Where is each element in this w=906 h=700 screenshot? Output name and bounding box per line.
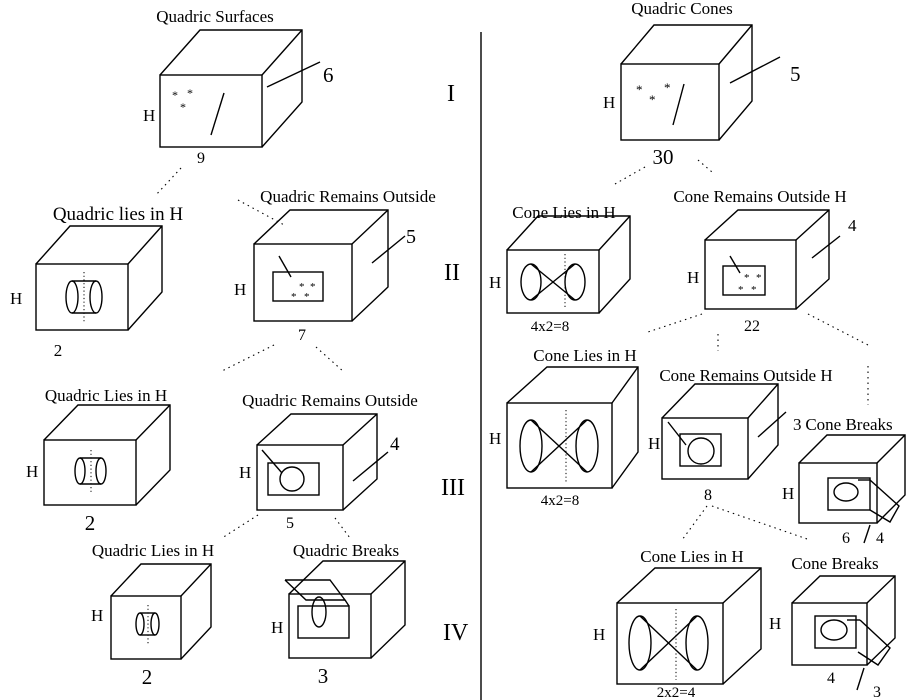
left-l2-outside-label: Quadric Remains Outside (260, 187, 436, 206)
right-l4-lies-label: Cone Lies in H (640, 547, 743, 566)
connector (681, 505, 708, 541)
right-l3-breaks-cube: H 6 4 (782, 434, 906, 547)
svg-text:30: 30 (653, 145, 674, 169)
svg-text:3: 3 (793, 415, 802, 434)
svg-text:7: 7 (298, 327, 306, 344)
svg-text:*: * (756, 272, 762, 284)
right-l2-lies-cube: H 4x2=8 (489, 215, 631, 335)
svg-text:*: * (291, 291, 297, 303)
left-l3-lies-cube: H 2 (26, 404, 171, 535)
svg-text:H: H (91, 606, 103, 625)
svg-text:*: * (738, 284, 744, 296)
right-l2-lies-label: Cone Lies in H (512, 203, 615, 222)
level-label-II: II (444, 260, 460, 286)
left-l4-lies-cube: H 2 (91, 563, 212, 689)
level-label-III: III (441, 475, 465, 501)
svg-text:H: H (26, 462, 38, 481)
right-l3-outside-label: Cone Remains Outside H (659, 366, 832, 385)
right-l3-outside-cube: H 3 8 (648, 383, 802, 504)
svg-text:*: * (187, 86, 193, 100)
connector (697, 159, 713, 173)
svg-text:*: * (751, 284, 757, 296)
svg-text:6: 6 (323, 63, 334, 87)
svg-text:8: 8 (704, 487, 712, 504)
level-label-I: I (447, 81, 455, 107)
left-l2-lies-cube: H 2 (10, 225, 163, 360)
svg-text:*: * (649, 92, 656, 107)
left-title: Quadric Surfaces (156, 7, 274, 26)
svg-text:*: * (664, 80, 671, 95)
svg-text:*: * (310, 281, 316, 293)
svg-text:5: 5 (406, 226, 416, 248)
connector (807, 313, 869, 346)
svg-text:H: H (234, 280, 246, 299)
left-l4-lies-label: Quadric Lies in H (92, 541, 214, 560)
svg-text:*: * (744, 272, 750, 284)
svg-text:H: H (603, 93, 615, 112)
level-label-IV: IV (443, 620, 469, 646)
right-l2-outside-label: Cone Remains Outside H (673, 187, 846, 206)
svg-text:4: 4 (876, 530, 884, 547)
connector (711, 505, 811, 541)
left-root-cube: * * * H 6 9 (143, 29, 334, 167)
left-l2-lies-label: Quadric lies in H (53, 204, 184, 225)
svg-text:H: H (782, 484, 794, 503)
connector (334, 517, 351, 539)
svg-text:2: 2 (54, 341, 63, 360)
svg-text:H: H (489, 429, 501, 448)
svg-text:2: 2 (85, 511, 96, 535)
svg-text:H: H (593, 625, 605, 644)
svg-text:4x2=8: 4x2=8 (531, 319, 569, 335)
svg-text:2x2=4: 2x2=4 (657, 685, 696, 700)
right-title: Quadric Cones (631, 0, 733, 18)
left-l4-breaks-label: Quadric Breaks (293, 541, 399, 560)
svg-text:6: 6 (842, 530, 850, 547)
connector (154, 167, 182, 197)
connector (221, 514, 259, 539)
svg-text:H: H (687, 268, 699, 287)
left-l4-breaks-cube: H 3 (271, 560, 406, 688)
svg-text:4: 4 (827, 670, 835, 687)
right-l4-breaks-label: Cone Breaks (791, 554, 878, 573)
svg-text:5: 5 (790, 62, 801, 86)
svg-text:H: H (143, 106, 155, 125)
svg-text:*: * (636, 82, 643, 97)
svg-text:*: * (304, 291, 310, 303)
svg-text:*: * (172, 88, 178, 102)
svg-text:22: 22 (744, 318, 760, 335)
left-l3-outside-cube: H 4 5 (239, 413, 400, 532)
connector (647, 313, 703, 333)
connector (315, 346, 345, 373)
right-l4-breaks-cube: H 4 3 (769, 575, 896, 700)
svg-text:*: * (180, 100, 186, 114)
svg-text:3: 3 (318, 664, 329, 688)
svg-text:H: H (489, 273, 501, 292)
svg-text:H: H (648, 434, 660, 453)
connector (219, 344, 275, 373)
left-l2-outside-cube: * * * * H 5 7 (234, 209, 416, 344)
svg-text:*: * (299, 281, 305, 293)
svg-text:H: H (271, 618, 283, 637)
right-l4-lies-cube: H 2x2=4 (593, 567, 762, 700)
right-l3-breaks-label: Cone Breaks (805, 415, 892, 434)
right-l3-lies-label: Cone Lies in H (533, 346, 636, 365)
right-l2-outside-cube: * * * * H 4 22 (687, 209, 857, 335)
svg-text:H: H (769, 614, 781, 633)
svg-text:H: H (239, 463, 251, 482)
svg-text:H: H (10, 289, 22, 308)
connector (614, 166, 646, 185)
svg-text:9: 9 (197, 150, 205, 167)
right-l3-lies-cube: H 4x2=8 (489, 366, 639, 509)
svg-text:2: 2 (142, 665, 153, 689)
left-l3-outside-label: Quadric Remains Outside (242, 391, 418, 410)
svg-text:4: 4 (390, 434, 400, 455)
svg-text:5: 5 (286, 515, 294, 532)
svg-text:3: 3 (873, 684, 881, 700)
svg-text:4x2=8: 4x2=8 (541, 493, 579, 509)
svg-text:4: 4 (848, 216, 857, 235)
right-root-cube: * * * H 5 30 (603, 24, 801, 169)
left-l3-lies-label: Quadric Lies in H (45, 386, 167, 405)
